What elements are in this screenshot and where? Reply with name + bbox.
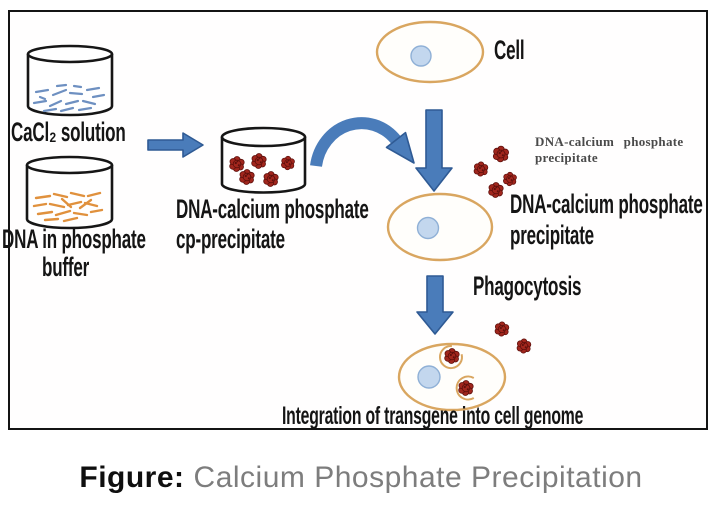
cell-top <box>375 20 485 84</box>
dna-cp-cluster <box>494 321 510 337</box>
dna-cp-cluster <box>488 182 504 198</box>
dna-cp-cluster <box>516 338 532 354</box>
cp-precipitate-label-line1: DNA-calcium phosphate <box>176 194 369 224</box>
caption-title: Calcium Phosphate Precipitation <box>193 461 643 494</box>
precipitate-beaker <box>220 126 307 194</box>
free-clusters-bottom <box>494 321 532 354</box>
integration-label: Integration of transgene into cell genom… <box>282 402 584 430</box>
dna-particles <box>32 191 104 223</box>
dna-cp-cluster <box>492 145 510 163</box>
cell-label: Cell <box>494 35 525 65</box>
dna-buffer-beaker <box>25 155 114 230</box>
caption-prefix: Figure: <box>79 461 185 494</box>
precipitate-small-label-line1: DNA-calcium phosphate <box>535 134 684 149</box>
dna-buffer-label-line1: DNA in phosphate <box>2 224 146 254</box>
precipitate-label-line1: DNA-calcium phosphate <box>510 189 703 219</box>
cacl2-beaker <box>26 44 114 117</box>
nucleus <box>416 216 440 240</box>
phagocytosis-arrow <box>416 275 454 335</box>
phagocytosis-label: Phagocytosis <box>473 271 582 301</box>
diagram-border <box>8 10 708 430</box>
figure-caption: Figure:Calcium Phosphate Precipitation <box>0 461 722 495</box>
cacl2-solution-particles <box>32 83 106 113</box>
add-to-cell-curved-arrow <box>310 117 415 167</box>
mix-arrow <box>147 132 204 158</box>
cell-bottom <box>397 342 507 412</box>
settle-arrow <box>415 109 453 192</box>
dna-cp-cluster <box>473 161 489 177</box>
dna-buffer-label-line2: buffer <box>42 252 90 282</box>
precipitate-small-label-line2: precipitate <box>535 150 598 165</box>
precipitate-label-line2: precipitate <box>510 220 594 250</box>
nucleus <box>417 365 441 389</box>
cacl2-solution-label: CaCl₂ solution <box>11 117 126 147</box>
cp-precipitate-label-line2: cp-precipitate <box>176 224 285 254</box>
dna-cp-cluster <box>502 171 517 187</box>
cell-middle <box>386 192 494 262</box>
nucleus <box>410 45 432 67</box>
